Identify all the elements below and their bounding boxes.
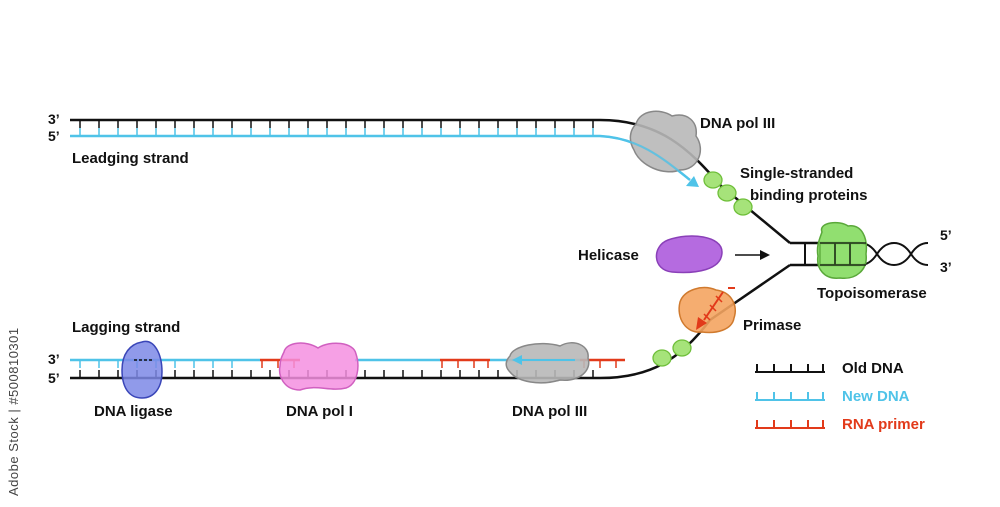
ssb-proteins-bottom — [652, 339, 692, 367]
helicase-arrow — [735, 250, 770, 260]
end-label-right-3: 3’ — [940, 259, 952, 275]
ssb-proteins-top — [703, 171, 753, 216]
helicase — [655, 235, 723, 274]
pol-iii-bottom-arrowhead — [512, 355, 522, 365]
end-label-bottom-5: 5’ — [48, 370, 60, 386]
legend-item-rna-primer: RNA primer — [755, 416, 925, 433]
dna-pol-iii-bottom — [505, 342, 590, 384]
dna-pol-iii-top — [599, 110, 701, 181]
topoisomerase-label: Topoisomerase — [817, 285, 927, 302]
legend-label-new-dna: New DNA — [842, 388, 910, 405]
dna-ligase-label: DNA ligase — [94, 403, 173, 420]
legend: Old DNA New DNA RNA primer — [755, 360, 925, 433]
ssb-label-line1: Single-stranded — [740, 165, 853, 182]
double-helix — [859, 241, 929, 267]
legend-item-new-dna: New DNA — [755, 388, 910, 405]
primase-arrowhead — [696, 317, 707, 330]
dna-pol-i-label: DNA pol I — [286, 403, 353, 420]
ssb-label-line2: binding proteins — [750, 187, 868, 204]
leading-strand-label: Leadging strand — [72, 150, 189, 167]
dna-ligase — [121, 340, 163, 399]
watermark-text: Adobe Stock | #500810301 — [6, 327, 21, 496]
dna-pol-iii-bottom-label: DNA pol III — [512, 403, 587, 420]
end-label-top-3: 3’ — [48, 111, 60, 127]
end-label-right-5: 5’ — [940, 227, 952, 243]
end-label-top-5: 5’ — [48, 128, 60, 144]
lagging-strand-label: Lagging strand — [72, 319, 180, 336]
topoisomerase — [816, 221, 868, 279]
dna-pol-iii-top-label: DNA pol III — [700, 115, 775, 132]
helicase-label: Helicase — [578, 247, 639, 264]
primase-label: Primase — [743, 317, 801, 334]
legend-label-rna-primer: RNA primer — [842, 416, 925, 433]
end-label-bottom-3: 3’ — [48, 351, 60, 367]
leading-arrowhead — [686, 176, 699, 187]
dna-pol-i — [278, 342, 359, 391]
legend-item-old-dna: Old DNA — [755, 360, 904, 377]
primase — [678, 286, 736, 334]
legend-label-old-dna: Old DNA — [842, 360, 904, 377]
